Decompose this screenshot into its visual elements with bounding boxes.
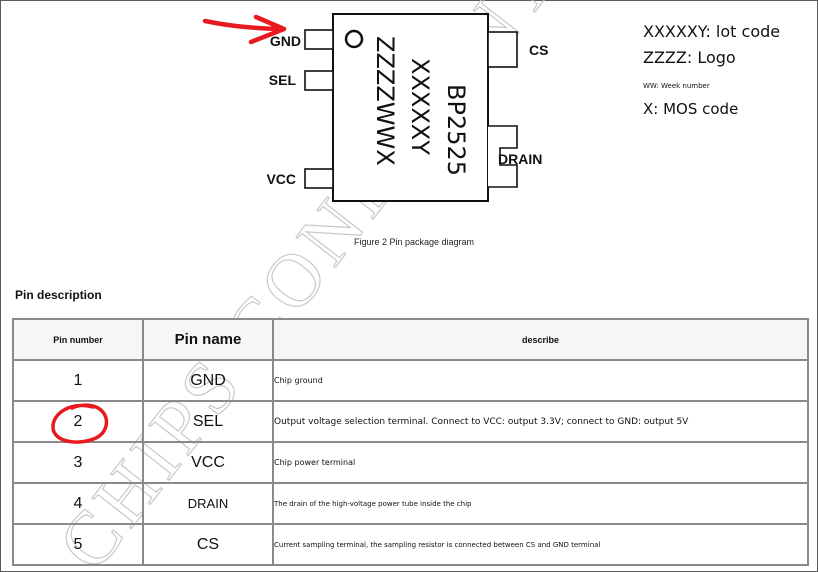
pin-name-cell: DRAIN <box>142 482 274 525</box>
figure-caption: Figure 2 Pin package diagram <box>353 237 475 247</box>
pin-label-drain: DRAIN <box>498 151 542 167</box>
pin-lead-gnd <box>304 29 334 50</box>
pin-number-cell: 2 <box>12 400 144 443</box>
pin-label-sel: SEL <box>269 72 297 88</box>
pin-name-cell: VCC <box>142 441 274 484</box>
pin-lead-sel <box>304 70 334 91</box>
pin-number-cell: 5 <box>12 523 144 566</box>
table-row: 3 VCC Chip power terminal <box>12 441 809 484</box>
pin-label-cs: CS <box>529 42 548 58</box>
pin-label-vcc: VCC <box>266 171 296 187</box>
header-pin-number: Pin number <box>12 318 144 361</box>
pin-name-cell: GND <box>142 359 274 402</box>
chip-marking-logo-week: ZZZZWWX <box>371 36 399 166</box>
legend-logo: ZZZZ: Logo <box>643 48 736 67</box>
pin-desc-cell: Chip ground <box>272 359 809 402</box>
legend-lot-code: XXXXXY: lot code <box>643 22 781 41</box>
section-title: Pin description <box>15 288 102 302</box>
header-describe: describe <box>272 318 809 361</box>
pin-name-cell: CS <box>142 523 274 566</box>
table-row: 2 SEL Output voltage selection terminal.… <box>12 400 809 443</box>
pin-desc-cell: Output voltage selection terminal. Conne… <box>272 400 809 443</box>
chip-marking-part: BP2525 <box>442 84 470 176</box>
table-header-row: Pin number Pin name describe <box>12 318 809 361</box>
pin-number-cell: 3 <box>12 441 144 484</box>
package-diagram: GND SEL VCC CS DRAIN BP2525 XXXXXY ZZZZW… <box>266 13 548 202</box>
pin-desc-cell: Chip power terminal <box>272 441 809 484</box>
pin-description-table: Pin number Pin name describe 1 GND Chip … <box>12 318 809 566</box>
pin-name-cell: SEL <box>142 400 274 443</box>
table-row: 4 DRAIN The drain of the high-voltage po… <box>12 482 809 525</box>
pin-lead-vcc <box>304 168 334 189</box>
header-pin-name: Pin name <box>142 318 274 361</box>
pin-desc-cell: Current sampling terminal, the sampling … <box>272 523 809 566</box>
table-row: 5 CS Current sampling terminal, the samp… <box>12 523 809 566</box>
table-row: 1 GND Chip ground <box>12 359 809 402</box>
pin1-marker <box>344 29 364 49</box>
legend-week-number: WW: Week number <box>643 82 710 90</box>
pin-lead-drain <box>488 125 518 188</box>
pin-number-cell: 4 <box>12 482 144 525</box>
legend-mos-code: X: MOS code <box>643 100 739 118</box>
pin-lead-cs <box>487 31 518 68</box>
chip-marking-lot: XXXXXY <box>406 58 434 155</box>
pin-desc-cell: The drain of the high-voltage power tube… <box>272 482 809 525</box>
pin-label-gnd: GND <box>270 33 301 49</box>
pin-number-cell: 1 <box>12 359 144 402</box>
